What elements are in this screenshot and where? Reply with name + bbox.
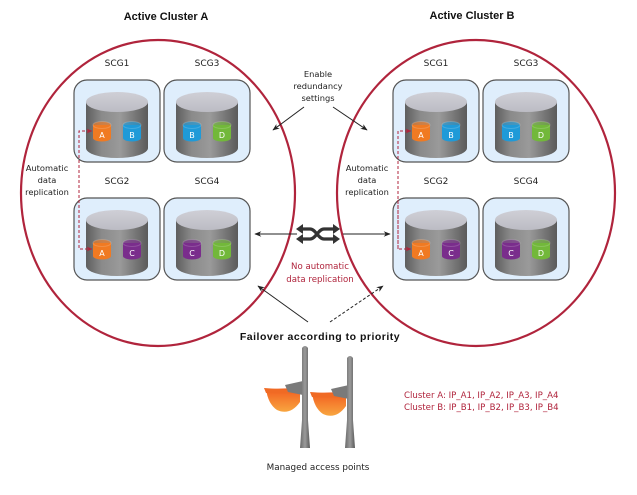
access-point-1	[264, 346, 310, 448]
database-cylinder-icon	[405, 210, 467, 276]
database-cylinder-icon	[495, 92, 557, 158]
data-partition-label: D	[538, 249, 544, 258]
access-points-label: Managed access points	[267, 463, 370, 473]
replication-label-line3: replication	[25, 187, 69, 197]
redundancy-arrow-a	[272, 106, 305, 131]
cluster-a-ring	[19, 38, 297, 348]
cluster-a-replication-arrow-bottom	[78, 200, 93, 252]
cluster-a-title: Active Cluster A	[124, 11, 209, 23]
data-partition-b-icon: B	[501, 121, 521, 142]
cluster-b-replication-arrow-top	[397, 128, 412, 249]
data-partition-a-icon: A	[411, 239, 431, 260]
storage-group-label: SCG2	[424, 177, 449, 187]
data-partition-a-icon: A	[411, 121, 431, 142]
data-partition-label: A	[418, 249, 424, 258]
data-partition-a-icon: A	[92, 239, 112, 260]
storage-group-label: SCG2	[105, 177, 130, 187]
replication-label-line3: replication	[345, 187, 389, 197]
cluster-b-title: Active Cluster B	[430, 10, 515, 22]
cluster-a-replication-arrow-top	[78, 128, 93, 250]
no-replication-line2: data replication	[286, 275, 353, 285]
data-partition-label: C	[508, 249, 514, 258]
replication-label-line2: data	[358, 175, 377, 185]
database-cylinder-icon	[86, 92, 148, 158]
storage-group-label: SCG3	[514, 59, 539, 69]
replication-label-line1: Automatic	[26, 163, 69, 173]
storage-group-label: SCG4	[514, 177, 539, 187]
failover-arrow-a	[257, 285, 309, 323]
storage-group-label: SCG3	[195, 59, 220, 69]
data-partition-label: B	[189, 131, 195, 140]
data-partition-label: D	[538, 131, 544, 140]
data-partition-c-icon: C	[441, 239, 461, 260]
access-point-2	[310, 356, 355, 448]
database-cylinder-icon	[405, 92, 467, 158]
redundancy-arrow-b	[332, 106, 368, 131]
redundancy-label-line1: Enable	[304, 69, 332, 79]
failover-arrow-b	[329, 285, 384, 323]
data-partition-label: D	[219, 249, 225, 258]
data-partition-a-icon: A	[92, 121, 112, 142]
data-partition-b-icon: B	[182, 121, 202, 142]
cluster-b-replication-arrow-bottom	[397, 200, 412, 252]
no-replication-line1: No automatic	[291, 262, 349, 272]
data-partition-d-icon: D	[531, 121, 551, 142]
storage-group-label: SCG4	[195, 177, 220, 187]
data-partition-label: B	[508, 131, 514, 140]
storage-group-label: SCG1	[424, 59, 449, 69]
ip-list-cluster-b: Cluster B: IP_B1, IP_B2, IP_B3, IP_B4	[404, 403, 559, 413]
data-partition-b-icon: B	[122, 121, 142, 142]
failover-label: Failover according to priority	[240, 331, 400, 343]
data-partition-label: D	[219, 131, 225, 140]
database-cylinder-icon	[176, 92, 238, 158]
data-partition-d-icon: D	[212, 121, 232, 142]
data-partition-b-icon: B	[441, 121, 461, 142]
cluster-a-replication-note: Automatic data replication	[25, 163, 69, 197]
redundancy-label-line2: redundancy	[293, 81, 342, 91]
access-point-icon	[264, 346, 355, 448]
data-partition-c-icon: C	[122, 239, 142, 260]
data-partition-label: B	[129, 131, 135, 140]
replication-label-line1: Automatic	[346, 163, 389, 173]
data-partition-label: A	[99, 249, 105, 258]
data-partition-c-icon: C	[182, 239, 202, 260]
ip-list-cluster-a: Cluster A: IP_A1, IP_A2, IP_A3, IP_A4	[404, 391, 558, 401]
replication-label-line2: data	[38, 175, 57, 185]
shuffle-icon	[296, 224, 340, 244]
data-partition-label: A	[99, 131, 105, 140]
redundancy-note: Enable redundancy settings	[293, 69, 342, 103]
database-cylinder-icon	[176, 210, 238, 276]
data-partition-d-icon: D	[531, 239, 551, 260]
cluster-b-replication-note: Automatic data replication	[345, 163, 389, 197]
data-partition-d-icon: D	[212, 239, 232, 260]
redundancy-label-line3: settings	[301, 93, 334, 103]
data-partition-label: C	[189, 249, 195, 258]
data-partition-label: C	[129, 249, 135, 258]
data-partition-c-icon: C	[501, 239, 521, 260]
data-partition-label: A	[418, 131, 424, 140]
data-partition-label: B	[448, 131, 454, 140]
data-partition-label: C	[448, 249, 454, 258]
cluster-b-ring	[335, 38, 617, 348]
database-cylinder-icon	[86, 210, 148, 276]
storage-group-label: SCG1	[105, 59, 130, 69]
database-cylinder-icon	[495, 210, 557, 276]
